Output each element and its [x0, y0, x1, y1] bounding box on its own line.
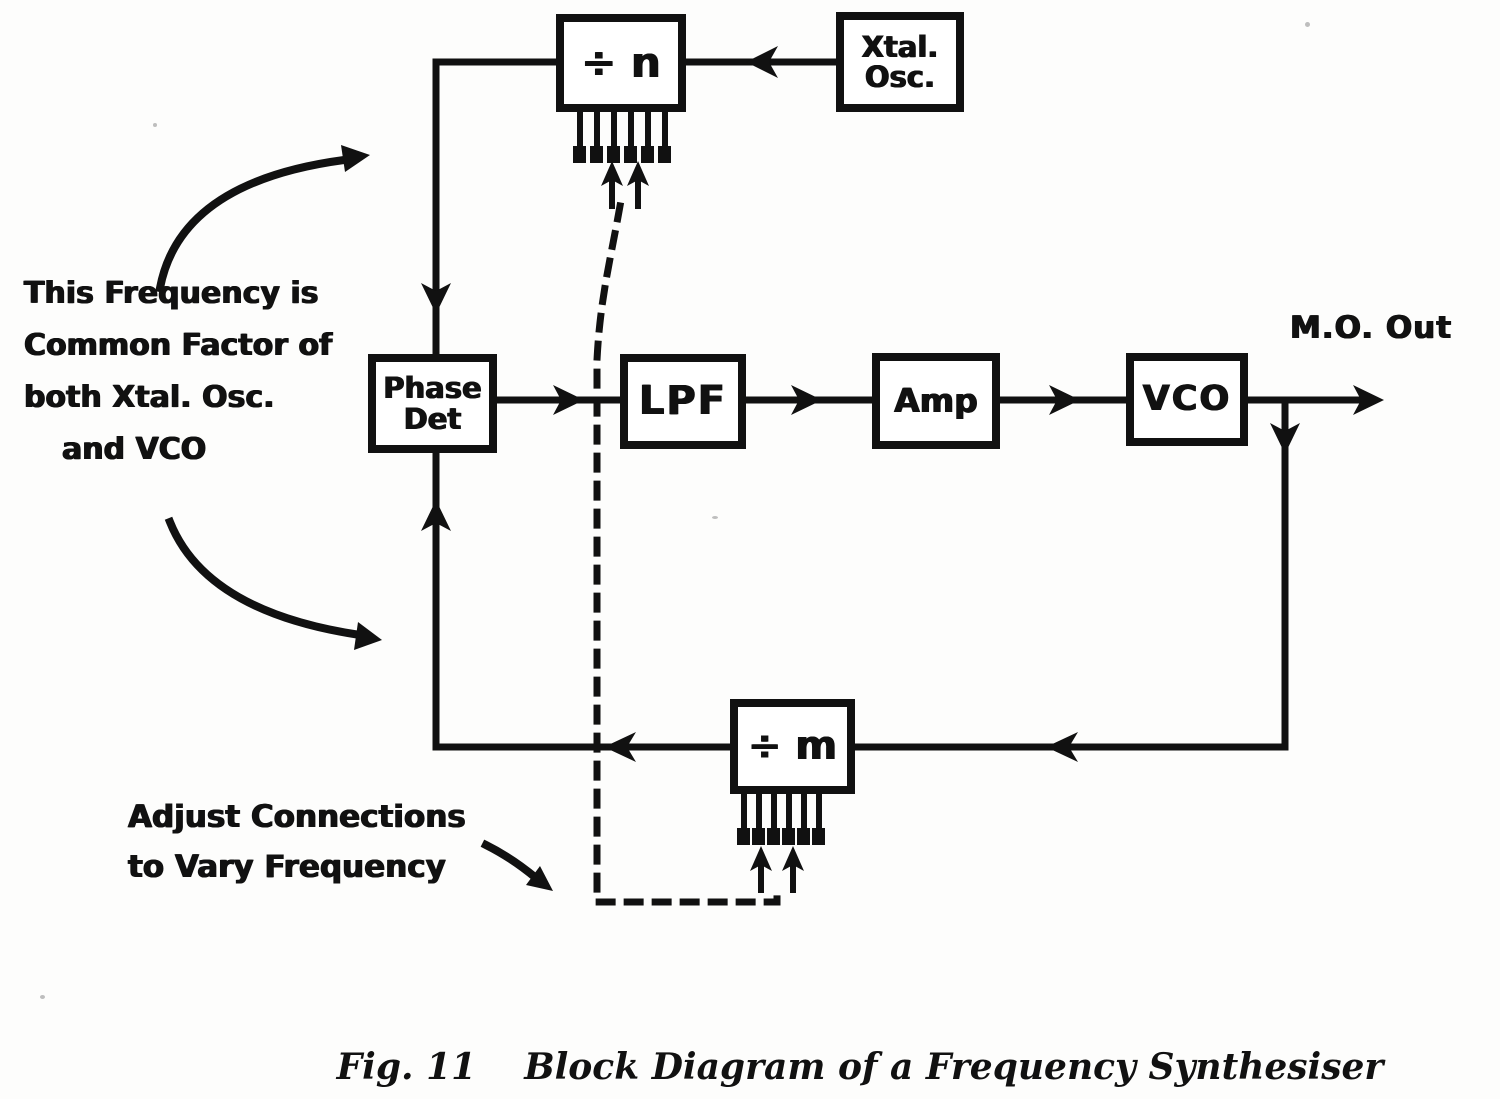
common-factor-line3: both Xtal. Osc.: [24, 380, 275, 415]
block-amp: Amp: [872, 353, 1000, 449]
wire-feedback-to-divider-m: [851, 732, 1289, 762]
wire-vco-to-output: [1244, 385, 1384, 415]
adjust-connections-dashed-path: [593, 201, 781, 906]
scan-speck: [1305, 22, 1310, 27]
common-factor-line1: This Frequency is: [24, 276, 319, 311]
divider-n-pins: [573, 109, 671, 163]
phase-det-label-line2: Det: [403, 401, 462, 436]
divider-m-label: ÷ m: [747, 722, 838, 769]
wire-divider-n-to-phase-det: [421, 58, 560, 358]
common-factor-line2: Common Factor of: [24, 328, 333, 363]
divider-m-program-arrows: [750, 846, 804, 893]
scan-speck: [712, 516, 718, 519]
block-divider-m: ÷ m: [730, 699, 855, 794]
wire-vco-feedback-down: [1270, 396, 1300, 751]
wire-phase-det-to-lpf: [493, 385, 624, 415]
adjust-pointer-arrow: [480, 839, 553, 891]
xtal-osc-label-line2: Osc.: [864, 60, 936, 94]
divider-m-pins: [737, 791, 825, 845]
vco-label: VCO: [1142, 379, 1232, 420]
wire-divider-m-to-phase-det: [421, 449, 734, 762]
block-phase-detector: Phase Det: [368, 354, 497, 453]
amp-label: Amp: [894, 380, 978, 420]
common-factor-arrow-lower: [164, 516, 382, 650]
block-lpf: LPF: [620, 354, 746, 449]
xtal-osc-label-line1: Xtal.: [861, 29, 939, 64]
figure-number: Fig. 11: [336, 1046, 477, 1088]
figure-caption: Fig. 11 Block Diagram of a Frequency Synt…: [110, 1046, 1500, 1088]
block-divider-n: ÷ n: [556, 14, 686, 112]
wire-lpf-to-amp: [742, 385, 876, 415]
block-vco: VCO: [1126, 353, 1248, 446]
scan-speck: [40, 995, 45, 999]
annotation-adjust-connections: Adjust Connections to Vary Frequency: [128, 792, 466, 892]
wire-amp-to-vco: [996, 385, 1130, 415]
figure-title: Block Diagram of a Frequency Synthesiser: [524, 1046, 1384, 1088]
lpf-label: LPF: [638, 377, 728, 424]
adjust-line2: to Vary Frequency: [128, 849, 446, 885]
annotation-common-factor: This Frequency is Common Factor of both …: [24, 268, 332, 476]
block-xtal-osc: Xtal. Osc.: [836, 12, 964, 112]
common-factor-arrow-upper: [155, 145, 370, 293]
output-label: M.O. Out: [1290, 310, 1453, 346]
adjust-line1: Adjust Connections: [128, 799, 466, 835]
common-factor-line4: and VCO: [62, 432, 207, 467]
scan-speck: [153, 123, 157, 127]
phase-det-label-line1: Phase: [383, 371, 482, 406]
wire-xtal-to-divider-n: [682, 46, 840, 78]
divider-n-program-arrows: [601, 161, 649, 209]
divider-n-label: ÷ n: [581, 38, 661, 88]
